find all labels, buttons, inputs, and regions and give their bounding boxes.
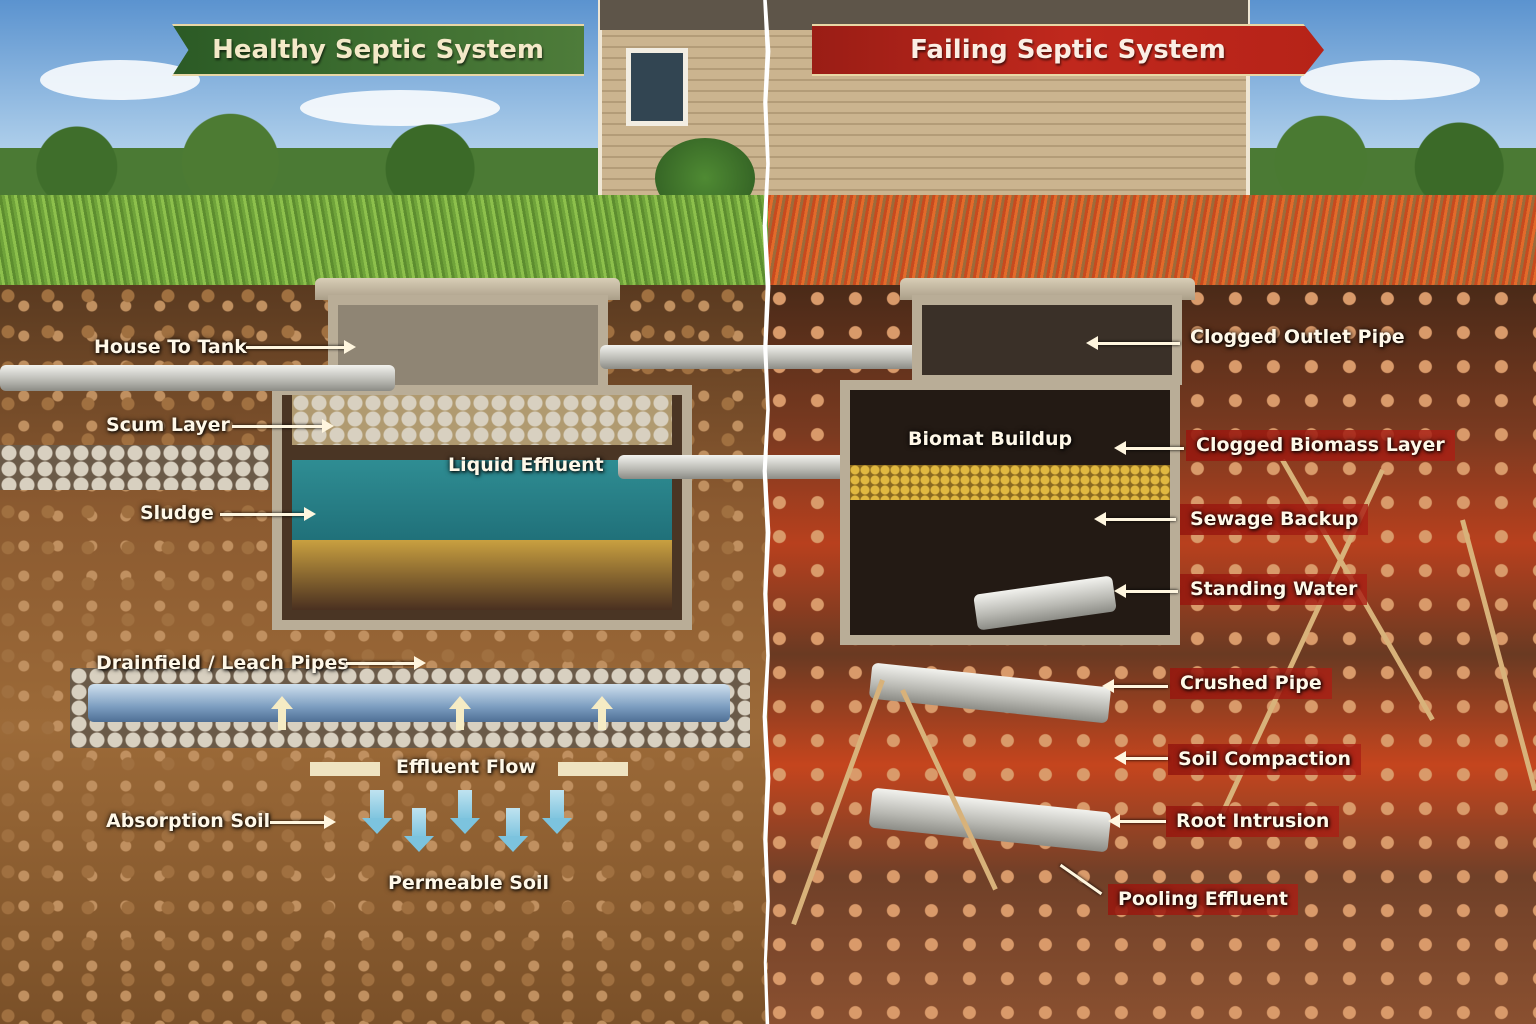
flow-left-arrow-icon: [310, 762, 380, 776]
label-soil-compaction: Soil Compaction: [1168, 744, 1362, 775]
label-clogged-biomass-layer: Clogged Biomass Layer: [1186, 430, 1455, 461]
house-window: [626, 48, 688, 126]
arrow-right-icon: [270, 815, 336, 829]
down-arrow-icon: [498, 808, 528, 852]
label-scum-layer: Scum Layer: [106, 414, 230, 436]
label-permeable-soil: Permeable Soil: [388, 872, 550, 894]
gravel-bed: [0, 445, 270, 490]
failing-tank-riser: [912, 295, 1182, 385]
liquid-effluent-water: [292, 460, 672, 545]
down-arrow-icon: [542, 790, 572, 834]
arrow-left-icon: [1108, 814, 1166, 828]
label-sludge: Sludge: [140, 502, 214, 524]
arrow-left-icon: [1114, 584, 1178, 598]
arrow-left-icon: [1114, 441, 1184, 455]
label-absorption-soil: Absorption Soil: [106, 810, 271, 832]
flow-right-arrow-icon: [558, 762, 628, 776]
failing-tank-lid: [900, 278, 1195, 300]
biomass-layer: [850, 465, 1170, 500]
healthy-lawn: [0, 195, 768, 290]
label-house-to-tank: House To Tank: [94, 336, 247, 358]
arrow-left-icon: [1102, 679, 1168, 693]
healthy-banner: Healthy Septic System: [172, 24, 584, 76]
arrow-right-icon: [346, 656, 426, 670]
down-arrow-icon: [404, 808, 434, 852]
scum-layer: [292, 395, 672, 445]
cloud: [1300, 60, 1480, 100]
failing-banner: Failing Septic System: [812, 24, 1324, 76]
label-biomat-buildup: Biomat Buildup: [908, 428, 1073, 450]
label-pooling-effluent: Pooling Effluent: [1108, 884, 1299, 915]
tank-lid: [315, 278, 620, 300]
label-crushed-pipe: Crushed Pipe: [1170, 668, 1332, 699]
up-arrow-icon: [449, 696, 471, 730]
label-standing-water: Standing Water: [1180, 574, 1368, 605]
up-arrow-icon: [271, 696, 293, 730]
label-drainfield: Drainfield / Leach Pipes: [96, 652, 349, 674]
arrow-right-icon: [232, 419, 334, 433]
cloud: [40, 60, 200, 100]
sludge-layer: [292, 540, 672, 610]
label-effluent-flow: Effluent Flow: [396, 756, 536, 778]
up-arrow-icon: [591, 696, 613, 730]
torn-divider: [762, 0, 771, 1024]
leach-pipe: [88, 684, 730, 722]
label-clogged-outlet-pipe: Clogged Outlet Pipe: [1190, 326, 1405, 348]
arrow-left-icon: [1114, 751, 1168, 765]
arrow-left-icon: [1094, 512, 1176, 526]
inlet-pipe: [0, 365, 395, 391]
label-root-intrusion: Root Intrusion: [1166, 806, 1340, 837]
label-liquid-effluent: Liquid Effluent: [448, 454, 604, 476]
down-arrow-icon: [450, 790, 480, 834]
label-sewage-backup: Sewage Backup: [1180, 504, 1369, 535]
down-arrow-icon: [362, 790, 392, 834]
arrow-right-icon: [220, 507, 316, 521]
arrow-right-icon: [246, 340, 356, 354]
arrow-left-icon: [1086, 336, 1180, 350]
failing-lawn: [768, 195, 1536, 290]
